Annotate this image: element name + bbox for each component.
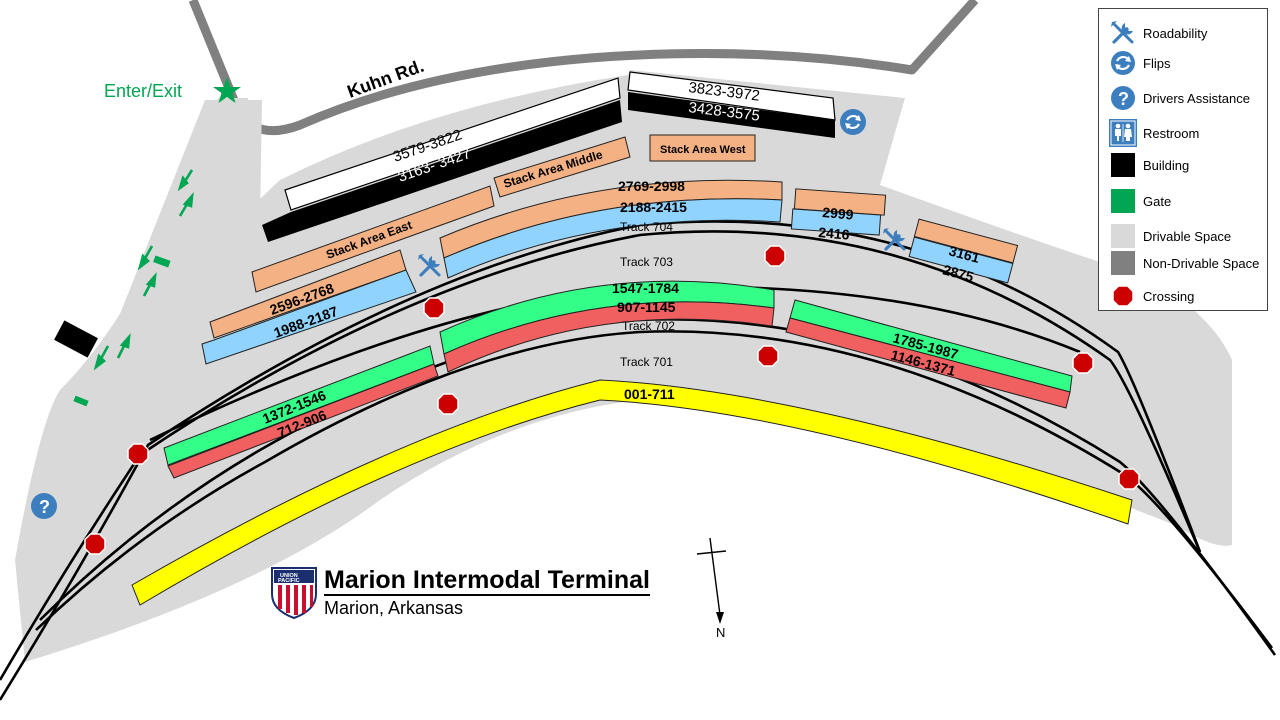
map-subtitle: Marion, Arkansas xyxy=(324,598,464,618)
row-label-907: 907-1145 xyxy=(617,299,676,315)
legend-item-building: Building xyxy=(1099,151,1269,179)
restroom-icon xyxy=(1109,119,1137,147)
stack-area-west-label: Stack Area West xyxy=(660,144,746,156)
legend-item-flips: Flips xyxy=(1099,49,1269,77)
legend-label: Flips xyxy=(1143,56,1171,71)
svg-text:UNION: UNION xyxy=(280,573,298,579)
legend-label: Gate xyxy=(1143,194,1172,209)
question-icon: ? xyxy=(1111,86,1135,110)
rows-track-704 xyxy=(201,179,1019,365)
crossing-icon xyxy=(764,245,786,267)
entry-star-icon xyxy=(213,77,241,103)
non-drivable-swatch xyxy=(1111,251,1135,275)
legend-item-roadability: Roadability xyxy=(1099,19,1269,47)
entry-lane-white xyxy=(88,100,262,470)
row-label-2875: 2875 xyxy=(941,261,975,285)
flip-arrows-icon xyxy=(1111,51,1135,75)
track-label-702: Track 702 xyxy=(622,319,675,333)
row-label-2188: 2188-2415 xyxy=(620,199,687,215)
crossing-icon xyxy=(1112,285,1134,307)
crossing-icon xyxy=(437,393,459,415)
legend-label: Crossing xyxy=(1143,289,1195,304)
flip-arrows-icon xyxy=(840,109,866,135)
track-label-703: Track 703 xyxy=(620,255,673,269)
legend-item-restroom: Restroom xyxy=(1099,119,1269,147)
building-swatch xyxy=(1111,153,1135,177)
row-label-001: 001-711 xyxy=(624,386,675,402)
svg-text:?: ? xyxy=(1118,89,1129,109)
kuhn-road xyxy=(188,0,979,136)
row-label-2999: 2999 xyxy=(822,204,855,223)
row-label-3161: 3161 xyxy=(947,242,981,266)
svg-text:?: ? xyxy=(39,497,50,517)
union-pacific-logo: UNION PACIFIC xyxy=(271,567,317,620)
legend-item-crossing: Crossing xyxy=(1099,282,1269,310)
top-strips xyxy=(262,71,836,242)
entry-label: Enter/Exit xyxy=(104,81,182,101)
crossing-icon xyxy=(84,533,106,555)
legend-label: Non-Drivable Space xyxy=(1143,256,1260,271)
row-label-1547: 1547-1784 xyxy=(612,280,679,296)
legend-item-drivable: Drivable Space xyxy=(1099,222,1269,250)
drivable-swatch xyxy=(1111,224,1135,248)
crossing-icon xyxy=(1118,468,1140,490)
legend-item-gate: Gate xyxy=(1099,187,1269,215)
legend-label: Building xyxy=(1143,158,1190,173)
row-track-701 xyxy=(131,379,1133,606)
north-label: N xyxy=(716,625,725,640)
question-icon: ? xyxy=(31,493,57,519)
legend-item-non-drivable: Non-Drivable Space xyxy=(1099,249,1269,277)
svg-text:PACIFIC: PACIFIC xyxy=(278,578,300,584)
legend-label: Drivable Space xyxy=(1143,229,1232,244)
row-label-2769: 2769-2998 xyxy=(618,178,685,194)
legend-label: Drivers Assistance xyxy=(1143,91,1250,106)
north-arrow xyxy=(696,537,727,624)
track-label-704: Track 704 xyxy=(620,220,673,234)
legend: Roadability Flips ? Drivers Assistance R… xyxy=(1098,8,1268,311)
crossing-icon xyxy=(757,345,779,367)
legend-label: Restroom xyxy=(1143,126,1200,141)
row-label-2416: 2416 xyxy=(818,224,851,243)
crossing-icon xyxy=(127,443,149,465)
wrench-icon xyxy=(1109,19,1135,44)
rows-track-702 xyxy=(163,280,1073,479)
legend-item-drivers-assistance: ? Drivers Assistance xyxy=(1099,84,1269,112)
crossing-icon xyxy=(1072,352,1094,374)
map-title: Marion Intermodal Terminal xyxy=(324,566,650,596)
track-label-701: Track 701 xyxy=(620,355,673,369)
building xyxy=(54,320,98,358)
gates xyxy=(73,255,171,407)
lane-arrows xyxy=(93,169,194,371)
stack-areas xyxy=(251,134,756,293)
gate-swatch xyxy=(1111,189,1135,213)
crossing-icon xyxy=(423,297,445,319)
legend-label: Roadability xyxy=(1143,26,1208,41)
